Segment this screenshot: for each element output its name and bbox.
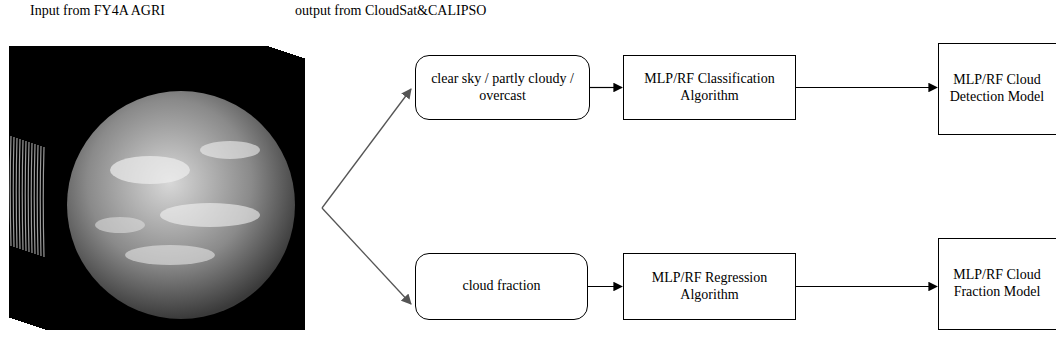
globe-edge [10, 136, 12, 246]
satellite-image-stack [9, 46, 305, 330]
node-text: MLP/RF Regression Algorithm [632, 270, 787, 304]
flow-arrow [796, 286, 937, 287]
globe-disk [67, 91, 295, 319]
earth-globe [67, 91, 295, 319]
globe-edge [28, 142, 30, 252]
globe-edge [40, 146, 42, 256]
heading-label: Input from FY4A AGRI [30, 3, 165, 19]
flow-arrow [590, 87, 622, 88]
cloud-patch [160, 203, 260, 227]
node-text: clear sky / partly cloudy / overcast [424, 71, 581, 105]
process-box: MLP/RF Cloud Detection Model [938, 43, 1056, 135]
globe-edge [19, 139, 21, 249]
fan-arrow [322, 208, 411, 304]
process-box: MLP/RF Regression Algorithm [623, 253, 796, 320]
flow-arrow [588, 286, 622, 287]
globe-edge [34, 144, 36, 254]
node-text: MLP/RF Cloud Detection Model [947, 72, 1047, 106]
heading-label: output from CloudSat&CALIPSO [295, 3, 486, 19]
cloud-patch [200, 141, 260, 159]
cloud-patch [95, 217, 145, 233]
globe-edge [25, 141, 27, 251]
cloud-patch [110, 156, 190, 184]
node-text: MLP/RF Cloud Fraction Model [947, 267, 1047, 301]
rounded-box: clear sky / partly cloudy / overcast [415, 55, 590, 120]
globe-edge [16, 138, 18, 248]
node-text: cloud fraction [462, 278, 540, 295]
globe-edge [37, 145, 39, 255]
rounded-box: cloud fraction [415, 253, 588, 320]
front-frame [45, 58, 305, 330]
globe-edge [22, 140, 24, 250]
process-box: MLP/RF Classification Algorithm [623, 55, 796, 120]
globe-edge [13, 137, 15, 247]
fan-arrow [322, 89, 411, 208]
node-text: MLP/RF Classification Algorithm [632, 71, 787, 105]
process-box: MLP/RF Cloud Fraction Model [938, 238, 1056, 330]
globe-edge [43, 147, 45, 257]
cloud-patch [125, 245, 215, 265]
flow-arrow [796, 87, 937, 88]
globe-edge [31, 143, 33, 253]
